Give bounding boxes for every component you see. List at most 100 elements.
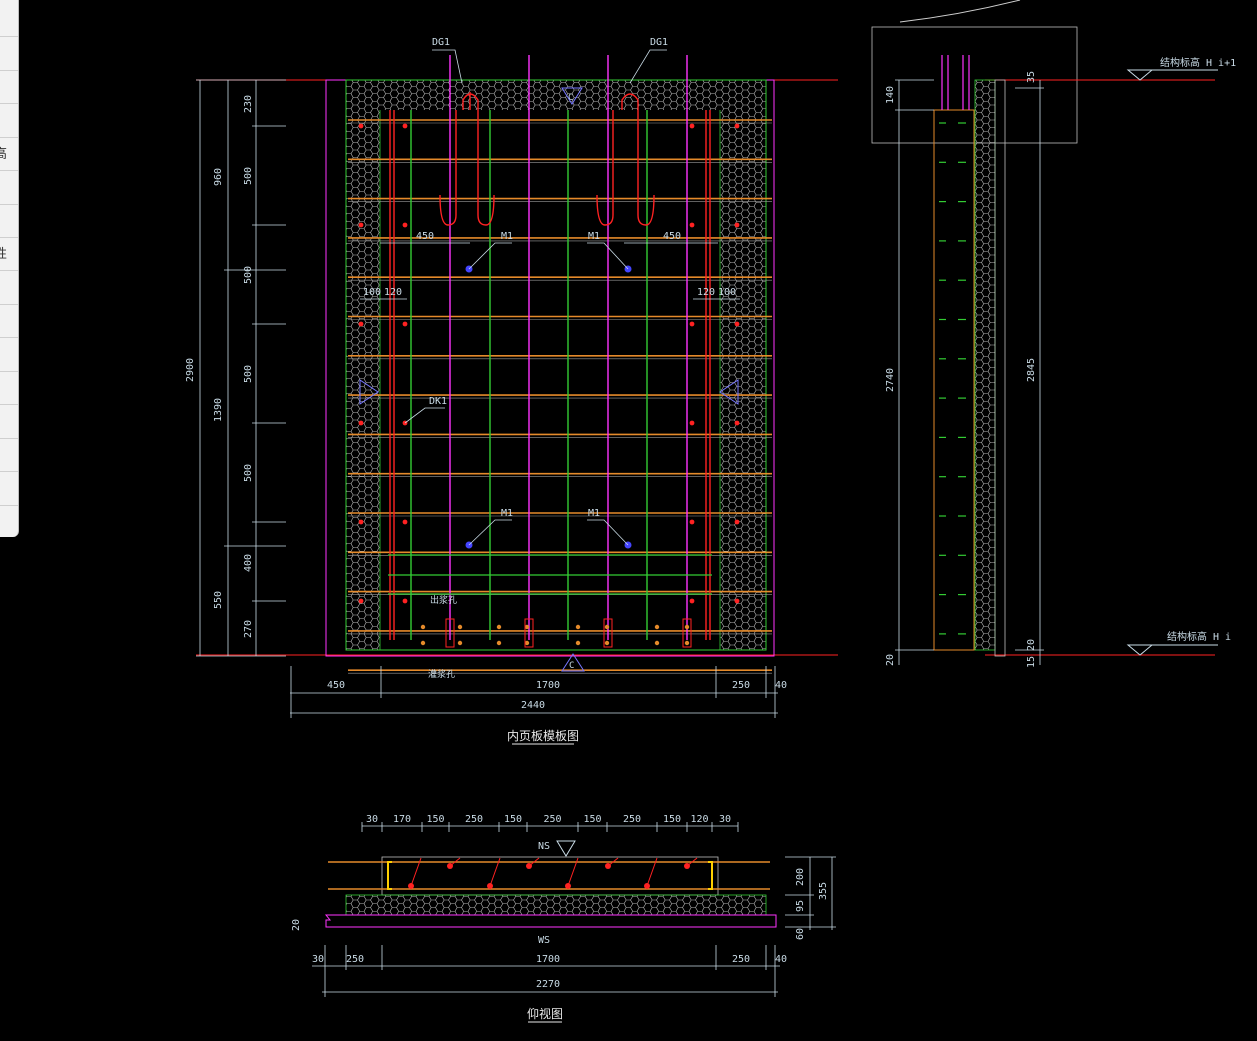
plan-top-dim: 250 — [623, 814, 641, 825]
dim-20: 20 — [291, 919, 302, 931]
red-dot — [689, 123, 695, 129]
dim-500: 500 — [243, 167, 254, 185]
panel-row[interactable] — [0, 304, 18, 305]
panel-row[interactable] — [0, 70, 18, 71]
dim-140: 140 — [885, 86, 896, 104]
elevation-title: 内页板模板图 — [507, 729, 579, 743]
sleeve — [445, 618, 455, 648]
plan-tie — [567, 857, 579, 887]
plan-top-ticks — [361, 822, 739, 832]
red-dot — [734, 321, 740, 327]
ns-label: NS — [538, 841, 550, 852]
grout-hole-bottom — [420, 640, 426, 646]
red-dot — [734, 420, 740, 426]
plan-outer-wythe — [324, 914, 777, 928]
panel-row[interactable] — [0, 204, 18, 205]
dim-120: 120 — [384, 287, 402, 298]
panel-row[interactable] — [0, 170, 18, 171]
dim-355: 355 — [818, 882, 829, 900]
red-dot-group — [358, 123, 740, 604]
interior-dims — [360, 242, 740, 300]
red-dot — [734, 222, 740, 228]
section-dimension-lines — [895, 79, 1044, 665]
dim-2845: 2845 — [1026, 358, 1037, 382]
m1-leaders — [404, 49, 667, 546]
red-dot — [358, 123, 364, 129]
label-grout-inlet: 灌浆孔 — [428, 668, 455, 680]
plan-top-dim: 250 — [465, 814, 483, 825]
panel-row[interactable] — [0, 270, 18, 271]
dim-40: 40 — [775, 954, 787, 965]
dim-100: 100 — [718, 287, 736, 298]
panel-text-fragment: 高 — [0, 143, 7, 162]
panel-row[interactable] — [0, 36, 18, 37]
red-dot — [402, 123, 408, 129]
panel-row[interactable] — [0, 237, 18, 238]
elevation-view[interactable]: DG1 DG1 M1 M1 M1 M1 DK1 出浆孔 灌浆孔 C C 450 … — [185, 37, 838, 745]
vertical-rebar-group — [389, 55, 711, 640]
panel-row[interactable] — [0, 438, 18, 439]
dim-20: 20 — [885, 654, 896, 666]
label-dk1: DK1 — [429, 396, 447, 407]
sleeve — [682, 618, 692, 648]
dim-500: 500 — [243, 266, 254, 284]
property-side-panel[interactable]: 高 性 — [0, 0, 19, 537]
dim-40: 40 — [775, 680, 787, 691]
section-view[interactable]: 结构标高 H i+1 结构标高 H i 140 2740 20 35 2845 … — [871, 26, 1236, 668]
sleeve — [603, 618, 613, 648]
dim-450: 450 — [416, 231, 434, 242]
insulation-layer — [974, 79, 996, 651]
plan-top-dim: 150 — [504, 814, 522, 825]
left-dimension-lines — [196, 79, 286, 657]
label-grout-outlet: 出浆孔 — [430, 594, 457, 606]
panel-row[interactable] — [0, 137, 18, 138]
dim-960: 960 — [213, 168, 224, 186]
plan-top-dim: 30 — [366, 814, 378, 825]
label-m1: M1 — [588, 508, 600, 519]
grout-hole-top — [420, 624, 426, 630]
grout-hole-top — [457, 624, 463, 630]
label-dg1-left: DG1 — [432, 37, 450, 48]
plan-edge-bar-left — [387, 861, 392, 890]
dim-1390: 1390 — [213, 398, 224, 422]
red-dot — [734, 123, 740, 129]
section-rebar-dashes — [939, 122, 966, 635]
dim-400: 400 — [243, 554, 254, 572]
panel-row[interactable] — [0, 103, 18, 104]
plan-insulation — [345, 894, 767, 916]
dim-450: 450 — [327, 680, 345, 691]
dim-500: 500 — [243, 365, 254, 383]
dim-230: 230 — [243, 95, 254, 113]
grout-hole-top — [524, 624, 530, 630]
plan-tie — [607, 857, 619, 867]
dim-250: 250 — [732, 954, 750, 965]
insulation-right — [720, 110, 766, 650]
panel-row[interactable] — [0, 505, 18, 506]
lifting-hook-left — [439, 92, 495, 226]
grout-hole-top — [684, 624, 690, 630]
panel-row[interactable] — [0, 337, 18, 338]
red-dot — [402, 519, 408, 525]
grout-hole-bottom — [496, 640, 502, 646]
wythe-edge — [345, 79, 767, 651]
red-dot — [358, 321, 364, 327]
dim-2270: 2270 — [536, 979, 560, 990]
dim-100: 100 — [363, 287, 381, 298]
grout-hole-top — [496, 624, 502, 630]
grout-holes — [420, 618, 692, 648]
plan-tie — [686, 857, 698, 867]
red-dot — [358, 420, 364, 426]
grout-hole-bottom — [604, 640, 610, 646]
outer-wythe — [994, 79, 1006, 657]
grout-hole-bottom — [575, 640, 581, 646]
panel-row[interactable] — [0, 404, 18, 405]
panel-row[interactable] — [0, 471, 18, 472]
plan-top-dim: 30 — [719, 814, 731, 825]
sleeve — [524, 618, 534, 648]
dim-500: 500 — [243, 464, 254, 482]
red-dot — [358, 519, 364, 525]
dim-200: 200 — [795, 868, 806, 886]
panel-row[interactable] — [0, 371, 18, 372]
